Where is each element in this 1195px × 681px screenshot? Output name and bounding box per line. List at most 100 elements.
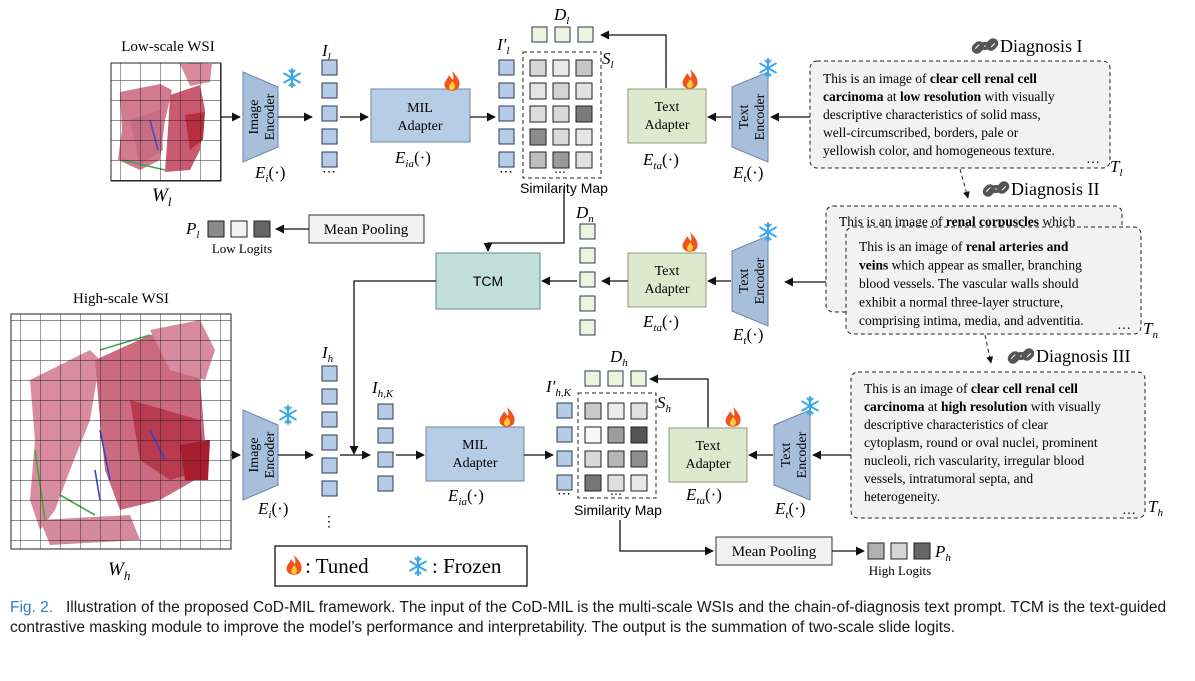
high-wsi-title: High-scale WSI [73,291,169,307]
prompt-segment: with visually [981,89,1055,104]
svg-text:…: … [1086,152,1100,167]
prompt-segment: carcinoma [864,399,925,414]
i-hk-label: Ih,K [371,378,394,400]
i-l-prime-tokens [498,59,515,168]
high-text-adapter [668,427,748,483]
svg-text:⋯: ⋯ [322,165,336,180]
legend-frozen: : Frozen [432,554,502,578]
p-h-label: Ph [934,542,951,564]
low-wsi-title: Low-scale WSI [121,39,214,55]
d-h-label: Dh [609,347,628,369]
d-l-label: Dl [553,5,569,27]
frozen-icon [279,405,297,425]
prompt-segment: yellowish color, and homogeneous texture… [823,143,1055,158]
prompt-segment: with visually [1027,399,1101,414]
chain-link-icon [981,179,1011,199]
s-h-label: Sh [657,393,672,415]
tuned-icon [725,407,741,427]
prompt-segment: This is an image of [864,381,971,396]
tuned-icon [682,232,698,252]
low-similarity-map: ⋯ [522,51,602,179]
prompt-segment: This is an image of [839,214,946,229]
prompt-segment: This is an image of [823,71,930,86]
high-scale-wsi-image [10,313,232,550]
e-ta-low: Eta(·) [642,150,679,172]
prompt-segment: carcinoma [823,89,884,104]
prompt-text-corpuscle: This is an image of renal corpuscles whi… [839,214,1076,229]
e-t-low: Et(·) [732,163,763,185]
svg-text:⋯: ⋯ [610,487,622,501]
tuned-icon [444,71,460,91]
svg-text:⋯: ⋯ [499,165,513,180]
svg-text:⋯: ⋯ [554,165,566,179]
i-l-prime-label: I′l [496,35,509,57]
prompt-segment: which [1039,214,1076,229]
prompt-segment: clear cell renal cell [930,71,1037,86]
e-t-high: Et(·) [774,499,805,521]
prompt-box-arteries [845,226,1142,335]
e-ia-low: Eia(·) [394,148,431,170]
low-logits-boxes [207,220,271,238]
svg-text:Mean Pooling: Mean Pooling [324,222,409,238]
chain-link-icon [970,36,1000,56]
prompt-segment: cytoplasm, round or oval nuclei, promine… [864,435,1098,450]
prompt-segment: heterogeneity. [864,489,940,504]
s-l-label: Sl [602,49,614,71]
diagnosis-3-label: Diagnosis III [1036,346,1130,366]
low-text-encoder [731,71,769,163]
low-scale-wsi-image [110,62,222,182]
prompt-box-high [850,371,1146,519]
mid-text-adapter [627,252,707,308]
tcm-label: TCM [473,273,503,289]
prompt-segment: which appear as smaller, branching [888,258,1082,273]
i-h-tokens [321,365,338,497]
d-n-tokens [579,223,596,336]
prompt-segment: renal arteries and [966,239,1069,254]
svg-text:…: … [1117,318,1131,333]
frozen-icon [283,68,301,88]
tcm-module [435,252,541,310]
high-mil-adapter [425,426,525,482]
prompt-segment: renal corpuscles [946,214,1039,229]
d-h-tokens [584,370,647,387]
e-t-mid: Et(·) [732,325,763,347]
i-h-label: Ih [321,343,334,365]
prompt-segment: vessels, intratumoral septa, and [864,471,1033,486]
e-i-high: Ei(·) [257,499,288,521]
prompt-segment: comprising intima, media, and adventitia… [859,313,1084,328]
prompt-text-arteries: This is an image of renal arteries and ve… [859,239,1084,328]
low-mil-adapter [370,88,471,143]
svg-text:ImageEncoder: ImageEncoder [247,93,278,140]
t-l-label: Tl [1110,157,1123,179]
prompt-segment: This is an image of [859,239,966,254]
low-mean-pooling [308,214,425,244]
svg-text:TextEncoder: TextEncoder [737,257,768,304]
tuned-icon [499,407,515,427]
svg-text:Mean Pooling: Mean Pooling [732,544,817,560]
w-h-label: Wh [108,559,130,583]
svg-text:TextEncoder: TextEncoder [779,431,810,478]
prompt-segment: descriptive characteristics of clear [864,417,1049,432]
i-l-tokens [321,59,338,168]
high-similarity-map: ⋯ [577,392,657,501]
prompt-segment: veins [859,258,888,273]
svg-text:⋯: ⋯ [557,487,571,502]
e-ta-mid: Eta(·) [642,312,679,334]
prompt-segment: clear cell renal cell [971,381,1078,396]
diagnosis-1-label: Diagnosis I [1000,36,1083,56]
high-similarity-map-label: Similarity Map [574,502,662,518]
prompt-segment: at [884,89,901,104]
prompt-segment: descriptive characteristics of solid mas… [823,107,1041,122]
figure-caption: Fig. 2. Illustration of the proposed CoD… [10,598,1188,638]
prompt-segment: high resolution [941,399,1028,414]
prompt-box-low [809,60,1111,169]
t-h-label: Th [1148,497,1163,519]
high-logits-boxes [867,542,931,560]
cod-mil-diagram: Low-scale WSI Wl ImageEncoder Ei(·) Il ⋯… [10,5,1163,587]
figure-caption-label: Fig. 2. [10,599,54,616]
